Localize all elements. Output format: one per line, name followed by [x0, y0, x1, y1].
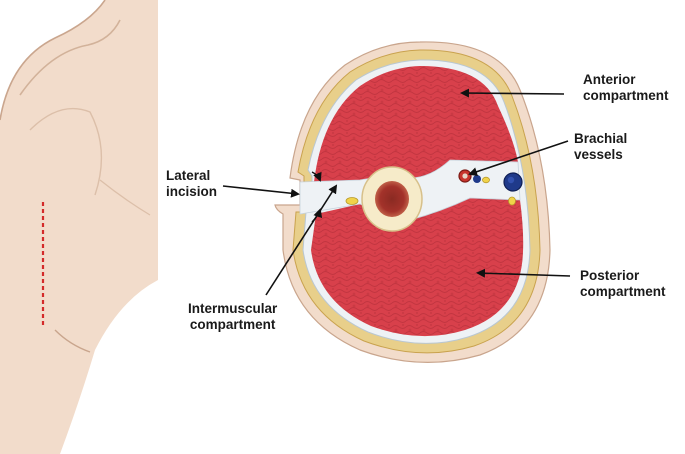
small-nerve-2 — [508, 196, 516, 206]
arm-edge — [0, 0, 106, 121]
arrow-lateral-tick — [311, 171, 322, 182]
arrow-anterior — [460, 88, 565, 98]
label-brachial-vessels: Brachial vessels — [574, 131, 627, 163]
radial-nerve — [345, 197, 359, 205]
label-lateral-line1: Lateral — [166, 168, 211, 183]
shoulder-contour — [19, 19, 121, 96]
pointer-arrows — [222, 88, 571, 296]
arm-illustration — [0, 0, 158, 454]
bone-marrow — [375, 181, 409, 217]
label-posterior-line2: compartment — [580, 284, 666, 299]
small-nerve-1 — [482, 176, 490, 184]
label-brachial-line2: vessels — [574, 147, 623, 162]
label-lateral-line2: incision — [166, 184, 218, 199]
brachial-vein-highlight — [507, 176, 515, 184]
label-intermuscular-line1: Intermuscular — [188, 301, 278, 316]
chest-contour — [99, 179, 151, 216]
label-anterior-line2: compartment — [583, 88, 669, 103]
arrow-intermuscular — [265, 184, 338, 296]
arrow-posterior — [476, 268, 571, 278]
cross-section — [274, 41, 551, 363]
label-intermuscular-compartment: Intermuscular compartment — [188, 301, 277, 333]
arrow-brachial — [468, 140, 569, 177]
label-brachial-line1: Brachial — [574, 131, 628, 146]
deltoid-contour — [29, 107, 103, 196]
brachial-artery-lumen — [462, 173, 468, 179]
arm-skin — [0, 0, 158, 454]
label-posterior-compartment: Posterior compartment — [580, 268, 666, 300]
label-lateral-incision: Lateral incision — [166, 168, 217, 200]
brachial-vein-small — [473, 175, 481, 183]
arrow-lateral-tick-2 — [311, 208, 323, 223]
elbow-contour — [54, 329, 91, 353]
label-anterior-compartment: Anterior compartment — [583, 72, 669, 104]
label-posterior-line1: Posterior — [580, 268, 640, 283]
arrow-lateral — [222, 185, 300, 198]
label-anterior-line1: Anterior — [583, 72, 636, 87]
posterior-compartment — [311, 198, 524, 337]
label-intermuscular-line2: compartment — [189, 317, 276, 332]
